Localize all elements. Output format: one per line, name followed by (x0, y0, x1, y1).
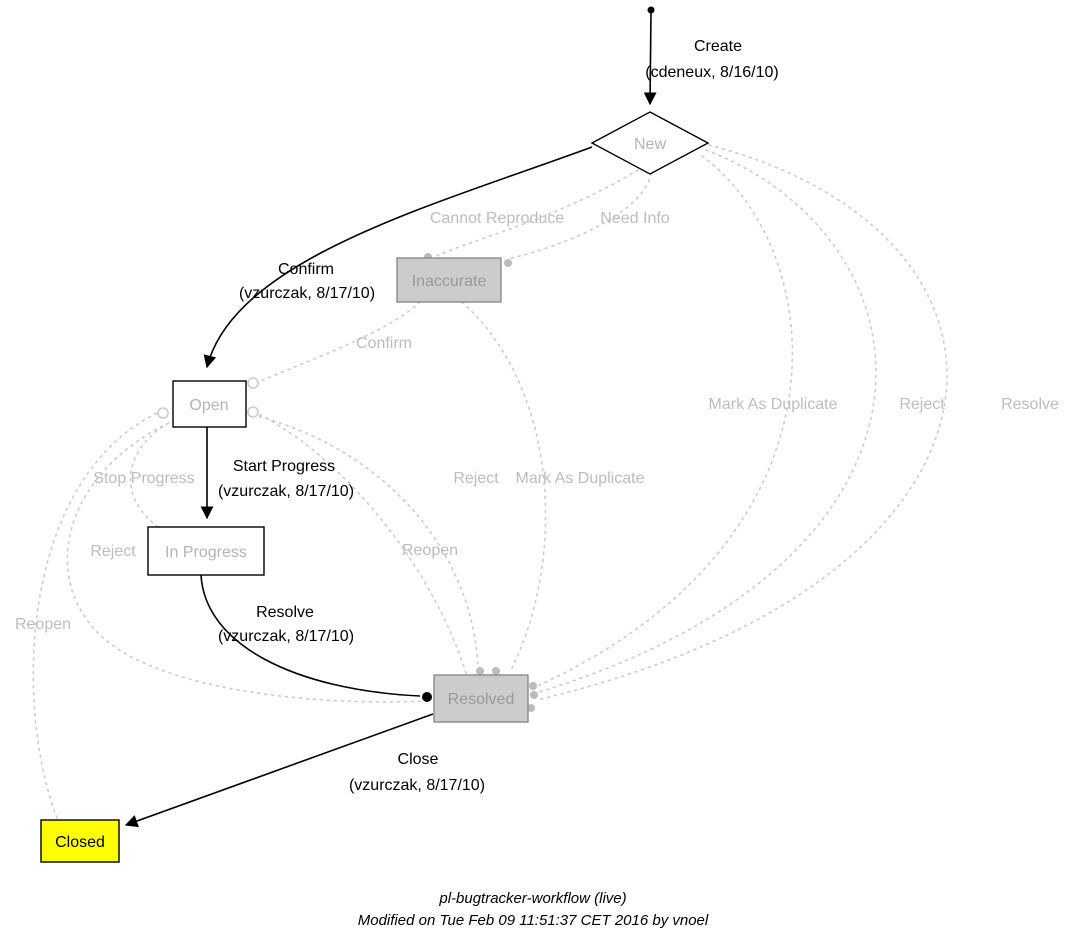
inactive-edges (32, 144, 948, 819)
closed-box (40, 819, 120, 863)
edge-reject-center (245, 412, 479, 667)
need-info-label: Need Info (600, 210, 669, 227)
confirm-label: Confirm (278, 261, 334, 278)
start-dot (647, 6, 655, 14)
port-open-right-bottom (247, 406, 259, 418)
port-resolved-right-1 (529, 682, 537, 690)
edge-mark-as-duplicate-right (534, 155, 794, 688)
reopen-center-label: Reopen (402, 542, 458, 559)
edge-reopen-left (32, 408, 167, 819)
edge-cannot-reproduce (436, 169, 639, 257)
edge-resolve-right (536, 144, 948, 701)
port-inaccurate-right (504, 259, 512, 267)
resolve-right-label: Resolve (1001, 396, 1059, 413)
reject-center-label: Reject (453, 470, 499, 487)
edge-mark-as-duplicate-center (461, 301, 547, 669)
edge-resolve (200, 574, 421, 697)
port-resolved-right-2 (530, 691, 538, 699)
active-edges (124, 6, 657, 828)
edge-close (124, 713, 434, 828)
node-closed: Closed (40, 819, 120, 863)
close-attribution: (vzurczak, 8/17/10) (349, 777, 485, 794)
reject-right-label: Reject (899, 396, 945, 413)
node-new: New (590, 111, 710, 175)
port-open-left (157, 407, 169, 419)
create-label: Create (694, 38, 742, 55)
reject-left-label: Reject (90, 543, 136, 560)
confirm-inactive-label: Confirm (356, 335, 412, 352)
port-resolved-left (422, 692, 432, 702)
edge-stop-progress (129, 423, 168, 528)
active-edge-labels: Create (cdeneux, 8/16/10) Confirm (vzurc… (218, 38, 779, 794)
edge-create (643, 11, 657, 106)
start-progress-attribution: (vzurczak, 8/17/10) (218, 483, 354, 500)
node-open: Open (172, 380, 247, 428)
footer-modified: Modified on Tue Feb 09 11:51:37 CET 2016… (358, 912, 709, 929)
reopen-left-label: Reopen (15, 616, 71, 633)
closed-label: Closed (55, 834, 105, 851)
node-in-progress: In Progress (147, 526, 265, 576)
in-progress-label: In Progress (165, 544, 247, 561)
resolve-attribution: (vzurczak, 8/17/10) (218, 628, 354, 645)
open-box (172, 380, 247, 428)
node-inaccurate: Inaccurate (396, 257, 502, 303)
inaccurate-box (396, 257, 502, 303)
edge-reject-right (535, 149, 877, 694)
edge-confirm-inactive (249, 301, 421, 387)
cannot-reproduce-label: Cannot Reproduce (430, 210, 564, 227)
inaccurate-label: Inaccurate (412, 273, 487, 290)
start-progress-label: Start Progress (233, 458, 335, 475)
node-resolved: Resolved (433, 674, 529, 723)
mark-as-duplicate-center-label: Mark As Duplicate (516, 470, 645, 487)
port-resolved-top-2 (492, 667, 500, 675)
mark-as-duplicate-right-label: Mark As Duplicate (709, 396, 838, 413)
connector-ports (157, 253, 538, 712)
edge-confirm (203, 146, 593, 369)
open-label: Open (189, 397, 228, 414)
close-label: Close (398, 751, 439, 768)
footer-caption: pl-bugtracker-workflow (live) Modified o… (358, 890, 709, 929)
confirm-attribution: (vzurczak, 8/17/10) (239, 285, 375, 302)
port-resolved-right-3 (527, 704, 535, 712)
resolve-label: Resolve (256, 604, 314, 621)
create-attribution: (cdeneux, 8/16/10) (645, 64, 778, 81)
resolved-label: Resolved (448, 691, 515, 708)
new-label: New (634, 136, 666, 153)
new-diamond (590, 111, 710, 175)
edge-need-info (507, 172, 652, 260)
stop-progress-label: Stop Progress (93, 470, 194, 487)
in-progress-box (147, 526, 265, 576)
port-open-right-top (247, 377, 259, 389)
resolved-box (433, 674, 529, 723)
port-resolved-top-1 (476, 667, 484, 675)
inactive-edge-labels: Cannot Reproduce Need Info Confirm Mark … (15, 210, 1059, 633)
footer-title: pl-bugtracker-workflow (live) (438, 890, 626, 907)
edge-reopen-center (249, 409, 467, 674)
